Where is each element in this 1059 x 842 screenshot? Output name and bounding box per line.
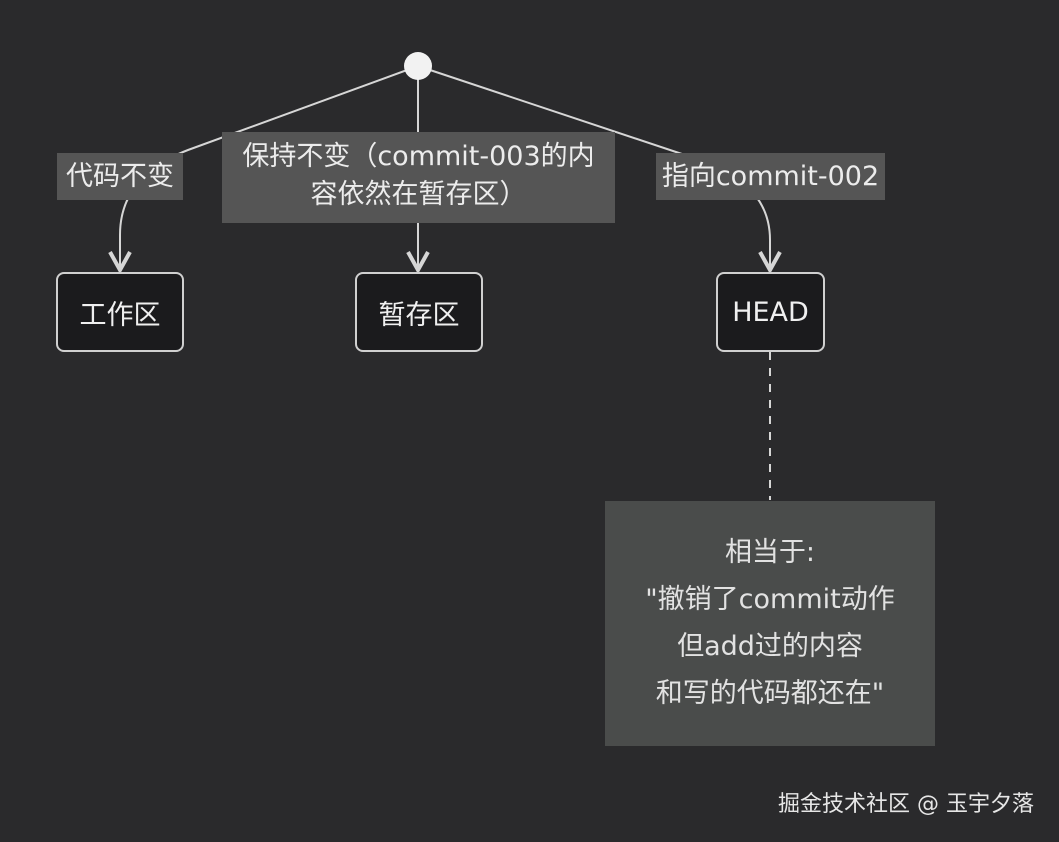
watermark: 掘金技术社区 @ 玉宇夕落	[778, 792, 1034, 817]
edge-label-text: 指向commit-002	[661, 161, 880, 192]
node-working-area[interactable]: 工作区	[56, 272, 184, 352]
start-node	[404, 52, 432, 80]
node-head[interactable]: HEAD	[716, 272, 825, 352]
node-staging-area[interactable]: 暂存区	[355, 272, 483, 352]
node-label: 暂存区	[378, 299, 460, 331]
edge-label-head-points: 指向commit-002	[656, 153, 885, 200]
edge-label-staging-unchanged: 保持不变（commit-003的内 容依然在暂存区）	[222, 132, 615, 223]
node-label: 工作区	[79, 299, 161, 331]
note-box: 相当于: "撤销了commit动作 但add过的内容 和写的代码都还在"	[605, 501, 935, 746]
note-line-3: 但add过的内容	[677, 631, 863, 662]
note-line-2: "撤销了commit动作	[645, 584, 895, 615]
edge-label-text: 代码不变	[66, 161, 174, 192]
node-label: HEAD	[732, 296, 809, 328]
note-line-1: 相当于:	[724, 537, 816, 568]
edge-label-line-1: 保持不变（commit-003的内	[242, 141, 595, 172]
edge-label-code-unchanged: 代码不变	[57, 153, 183, 200]
note-line-4: 和写的代码都还在"	[655, 678, 885, 709]
edge-label-line-2: 容依然在暂存区）	[310, 179, 527, 210]
